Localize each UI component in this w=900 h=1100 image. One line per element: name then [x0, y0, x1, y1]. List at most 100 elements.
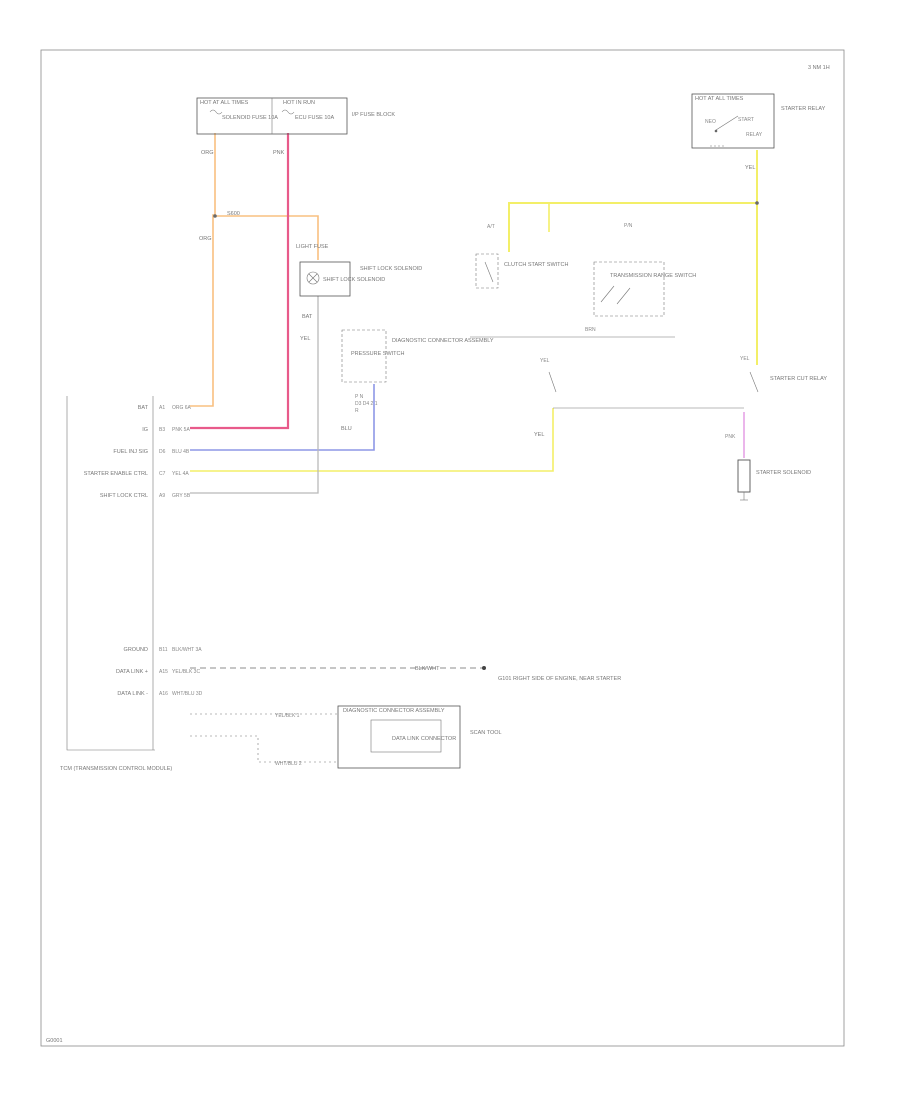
relay-contact-c: RELAY — [746, 132, 763, 138]
dlc-wire-bottom: WHT/BLU 2 — [275, 761, 302, 767]
tcm-pin-number: B11 — [159, 647, 168, 653]
data-link-connector: DIAGNOSTIC CONNECTOR ASSEMBLY DATA LINK … — [190, 705, 502, 769]
relay-splice-dot — [755, 201, 759, 205]
ground-icon — [482, 666, 486, 670]
tcm-wire-label: PNK 5A — [172, 427, 190, 433]
cruise-wire-label-upper: YEL — [540, 358, 550, 364]
cruise-wire-label: YEL — [534, 432, 544, 438]
relay-contact-b: START — [738, 117, 754, 123]
fuse-right-icon — [281, 109, 295, 115]
tcm-wire-label: YEL/BLK 3C — [172, 669, 200, 675]
tcm-pin-number: A9 — [159, 493, 165, 499]
pressure-label: DIAGNOSTIC CONNECTOR ASSEMBLY — [392, 338, 494, 344]
starter-solenoid: STARTER SOLENOID — [737, 459, 811, 501]
tcm-pin-label: FUEL INJ SIG — [113, 449, 148, 455]
shift-lock-name: SHIFT LOCK SOLENOID — [323, 277, 385, 283]
starter-cut-wire-top: YEL — [740, 356, 750, 362]
wire-blue — [190, 384, 375, 451]
fuse-right-label: ECU FUSE 10A — [295, 115, 334, 121]
cruise-pin-top: A/T — [487, 224, 495, 230]
wire-gray — [190, 296, 319, 494]
relay-wire-color: YEL — [745, 165, 755, 171]
tcm-pin-number: A16 — [159, 691, 168, 697]
tcm-pin-number: B3 — [159, 427, 165, 433]
pressure-spec-row-2: D3 D4 2 1 — [355, 401, 378, 407]
splice-label: S600 — [227, 211, 240, 217]
wire-yellow — [190, 408, 554, 472]
pressure-inner-label: PRESSURE SWITCH — [351, 351, 405, 357]
trans-label: TRANSMISSION RANGE SWITCH — [610, 273, 696, 279]
starter-cut-wire-bottom: PNK — [725, 434, 736, 440]
tcm-pin-number: A1 — [159, 405, 165, 411]
footer-code: G0001 — [46, 1038, 63, 1044]
tcm-pins: BAT A1 ORG 6A IG B3 PNK 5A FUEL INJ SIG D6 BLU 4… — [84, 405, 203, 697]
fuse-block-title-left: HOT AT ALL TIMES — [200, 100, 249, 106]
dlc-side-label: SCAN TOOL — [470, 730, 502, 736]
splice-dot — [213, 214, 217, 218]
dlc-inner-label: DATA LINK CONNECTOR — [392, 736, 456, 742]
switch-group: A/T CLUTCH START SWITCH P/N TRANSMISSION… — [470, 223, 744, 438]
tcm-pin-label: GROUND — [124, 647, 148, 653]
ground-note: G101 RIGHT SIDE OF ENGINE, NEAR STARTER — [498, 676, 621, 682]
starter-cut-label: STARTER CUT RELAY — [770, 376, 827, 382]
shift-lock-wire-label: YEL — [300, 336, 310, 342]
fuse-block-title-right: HOT IN RUN — [283, 100, 315, 106]
shift-lock-pin-label: BAT — [302, 314, 313, 320]
pressure-switch: PRESSURE SWITCH DIAGNOSTIC CONNECTOR ASS… — [341, 329, 494, 432]
page-frame — [40, 49, 845, 1047]
relay-box-side-label: STARTER RELAY — [781, 106, 826, 112]
orange-wire-label: ORG — [199, 236, 212, 242]
ground-wire-label: BLK/WHT — [415, 666, 440, 672]
tcm-wire-label: GRY 5B — [172, 493, 191, 499]
fuse-block: HOT AT ALL TIMES HOT IN RUN SOLENOID FUS… — [196, 97, 395, 242]
tcm-outline — [66, 396, 155, 751]
fuse-left-label: SOLENOID FUSE 10A — [222, 115, 278, 121]
tcm-pin-label: STARTER ENABLE CTRL — [84, 471, 148, 477]
tcm-wire-label: ORG 6A — [172, 405, 192, 411]
wire-pink — [190, 133, 290, 430]
shift-lock-coil-icon — [306, 271, 320, 285]
tcm-wire-label: YEL 4A — [172, 471, 189, 477]
tcm-wire-label: BLK/WHT 3A — [172, 647, 202, 653]
tcm-pin-number: C7 — [159, 471, 166, 477]
tcm-wire-label: WHT/BLU 3D — [172, 691, 203, 697]
tcm-module: BAT A1 ORG 6A IG B3 PNK 5A FUEL INJ SIG D6 BLU 4… — [60, 396, 621, 772]
dlc-wire-top: YEL/BLK 1 — [275, 713, 300, 719]
fuse-left-wire-color: ORG — [201, 150, 214, 156]
tcm-pin-label: DATA LINK - — [117, 691, 148, 697]
fuse-block-side-label: I/P FUSE BLOCK — [352, 112, 395, 118]
tcm-pin-label: SHIFT LOCK CTRL — [100, 493, 148, 499]
corner-code: 3 NM 1H — [808, 65, 830, 71]
tcm-pin-label: BAT — [138, 405, 149, 411]
starter-relay-box: HOT AT ALL TIMES STARTER RELAY NEO START… — [691, 93, 826, 205]
tcm-pin-label: IG — [142, 427, 148, 433]
starter-cut-relay: YEL STARTER CUT RELAY PNK — [725, 356, 827, 440]
pressure-spec-row-3: R — [355, 408, 359, 414]
tcm-bottom-label: TCM (TRANSMISSION CONTROL MODULE) — [60, 766, 172, 772]
tcm-pin-label: DATA LINK + — [116, 669, 148, 675]
trans-pin-bottom: BRN — [585, 327, 596, 333]
shift-lock-solenoid: LIGHT FUSE SHIFT LOCK SOLENOID SHIFT LOC… — [296, 244, 422, 342]
relay-contact-a: NEO — [705, 119, 716, 125]
wire-orange — [190, 133, 216, 407]
relay-switch-arm — [715, 115, 739, 131]
pressure-wire-label: BLU — [341, 426, 352, 432]
starter-solenoid-label: STARTER SOLENOID — [756, 470, 811, 476]
relay-box-title: HOT AT ALL TIMES — [695, 96, 744, 102]
wire-yellow-top — [508, 202, 757, 252]
cruise-label: CLUTCH START SWITCH — [504, 262, 569, 268]
shift-lock-side-label: SHIFT LOCK SOLENOID — [360, 266, 422, 272]
tcm-wire-label: BLU 4B — [172, 449, 190, 455]
fuse-right-wire-color: PNK — [273, 150, 285, 156]
wire-orange-branch — [215, 215, 319, 260]
relay-pivot — [714, 129, 718, 133]
tcm-pin-number: D6 — [159, 449, 166, 455]
wires — [190, 133, 758, 494]
trans-pin-top: P/N — [624, 223, 633, 229]
tcm-pin-number: A15 — [159, 669, 168, 675]
dlc-title: DIAGNOSTIC CONNECTOR ASSEMBLY — [343, 708, 445, 714]
fuse-left-icon — [209, 109, 223, 115]
shift-lock-fuse-label: LIGHT FUSE — [296, 244, 329, 250]
pressure-spec-row-1: P N — [355, 394, 364, 400]
